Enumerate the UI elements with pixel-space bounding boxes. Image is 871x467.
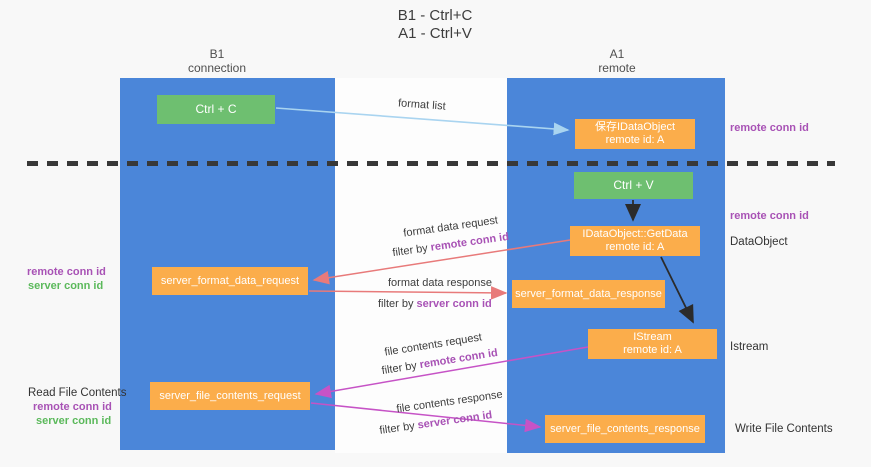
annotation-read-file-contents: Read File Contents bbox=[28, 387, 127, 399]
diagram-title: B1 - Ctrl+C A1 - Ctrl+V bbox=[340, 7, 530, 43]
node-server-file-contents-request: server_file_contents_request bbox=[150, 382, 310, 410]
annotation-remote-conn-id-top: remote conn id bbox=[730, 122, 809, 134]
annotation-server-conn-id-left-1: server conn id bbox=[28, 280, 104, 292]
idataobject-getdata-line1: IDataObject::GetData bbox=[582, 228, 688, 240]
istream-line1: IStream bbox=[633, 331, 672, 343]
title-line-1: B1 - Ctrl+C bbox=[397, 7, 473, 24]
node-save-idataobject: 保存IDataObject remote id: A bbox=[575, 119, 695, 149]
annotation-write-file-contents: Write File Contents bbox=[735, 423, 833, 435]
annotation-remote-conn-id-mid: remote conn id bbox=[730, 210, 809, 222]
label-format-data-response: format data response bbox=[388, 277, 492, 289]
node-server-format-data-request: server_format_data_request bbox=[152, 267, 308, 295]
filter-by-text: filter by bbox=[378, 298, 414, 310]
node-ctrl-v: Ctrl + V bbox=[574, 172, 693, 199]
node-server-format-data-response: server_format_data_response bbox=[512, 280, 665, 308]
title-line-2: A1 - Ctrl+V bbox=[398, 25, 472, 42]
lane-b1-title: B1 bbox=[209, 47, 225, 61]
annotation-dataobject: DataObject bbox=[730, 236, 788, 248]
save-idataobject-line1: 保存IDataObject bbox=[594, 121, 676, 133]
server-conn-id-text: server conn id bbox=[416, 298, 492, 310]
ctrl-v-label: Ctrl + V bbox=[613, 178, 654, 192]
node-idataobject-getdata: IDataObject::GetData remote id: A bbox=[570, 226, 700, 256]
annotation-remote-conn-id-left-2: remote conn id bbox=[33, 401, 112, 413]
istream-line2: remote id: A bbox=[623, 344, 682, 356]
server-format-data-request-label: server_format_data_request bbox=[160, 274, 300, 287]
server-file-contents-response-label: server_file_contents_response bbox=[550, 422, 700, 435]
phase-divider-dashed-line bbox=[27, 161, 835, 166]
lane-a1-title: A1 bbox=[609, 47, 625, 61]
server-file-contents-request-label: server_file_contents_request bbox=[159, 389, 301, 402]
node-istream: IStream remote id: A bbox=[588, 329, 717, 359]
label-filter-format-response: filter by server conn id bbox=[378, 298, 492, 310]
lane-b1-subtitle: connection bbox=[187, 61, 247, 75]
lane-a1-subtitle: remote bbox=[598, 61, 636, 75]
annotation-istream: Istream bbox=[730, 341, 769, 353]
annotation-server-conn-id-left-2: server conn id bbox=[36, 415, 112, 427]
lane-header-a1: A1 remote bbox=[557, 47, 677, 75]
lane-header-b1: B1 connection bbox=[157, 47, 277, 75]
idataobject-getdata-line2: remote id: A bbox=[605, 241, 665, 253]
server-format-data-response-label: server_format_data_response bbox=[515, 287, 662, 300]
node-ctrl-c: Ctrl + C bbox=[157, 95, 275, 124]
node-server-file-contents-response: server_file_contents_response bbox=[545, 415, 705, 443]
annotation-remote-conn-id-left-1: remote conn id bbox=[27, 266, 106, 278]
ctrl-c-label: Ctrl + C bbox=[195, 102, 237, 116]
save-idataobject-line2: remote id: A bbox=[605, 134, 665, 146]
